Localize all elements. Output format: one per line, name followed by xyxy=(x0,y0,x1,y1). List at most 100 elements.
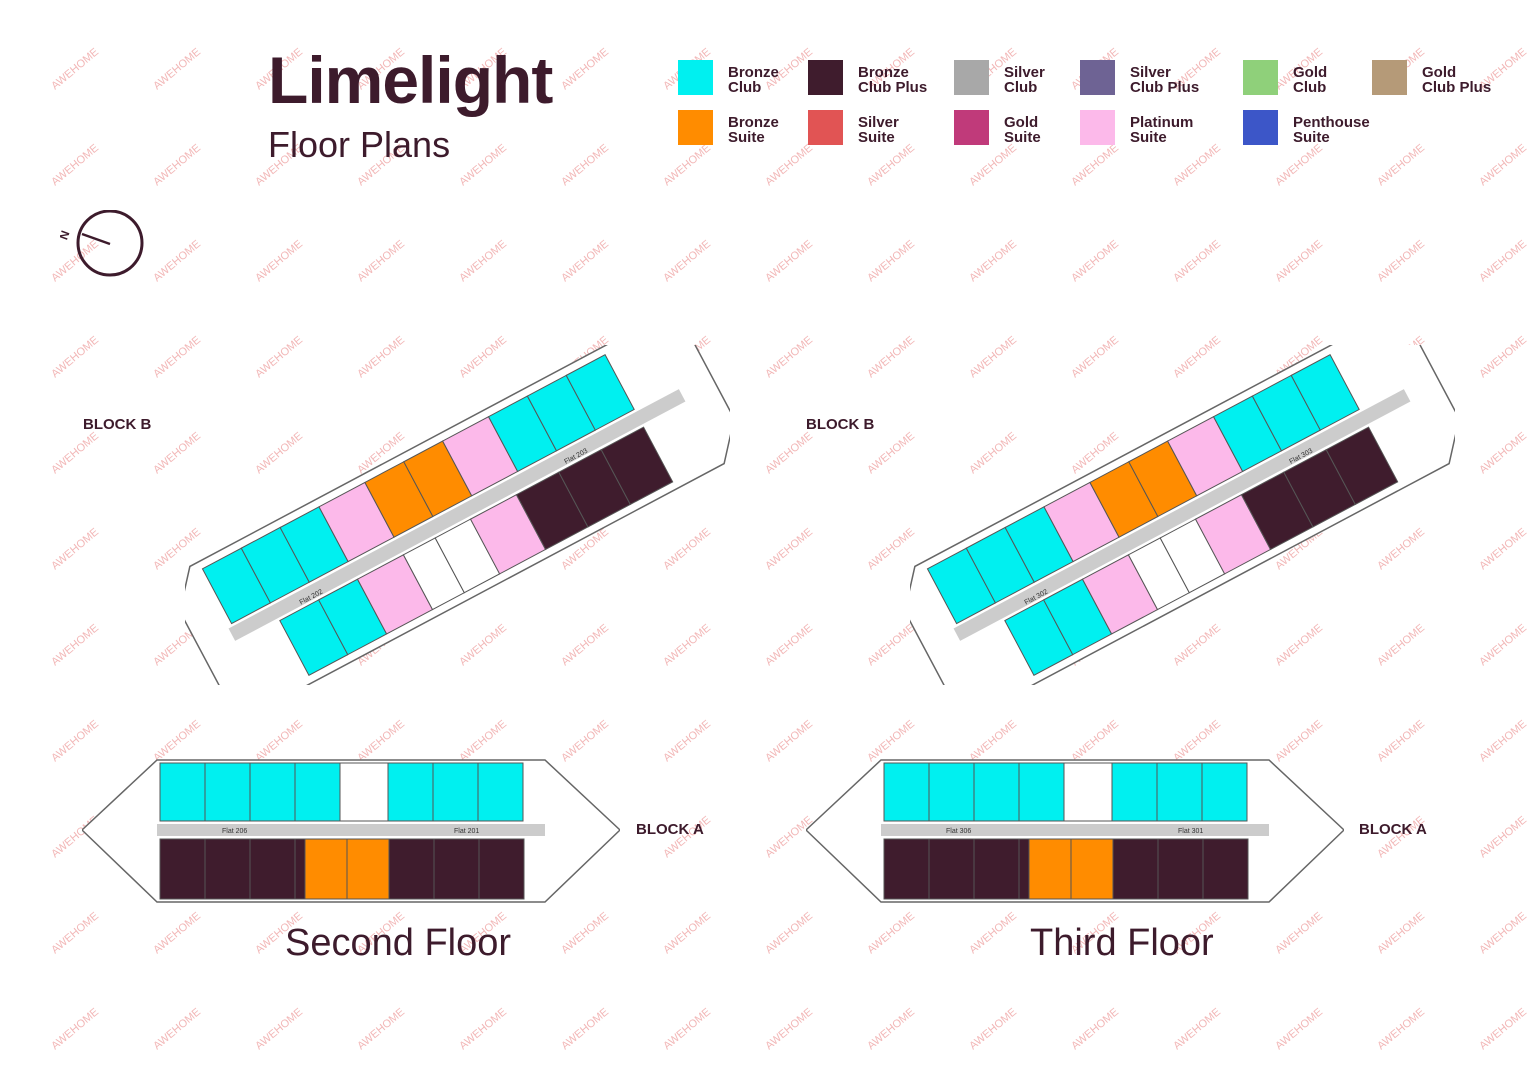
watermark-text: AWEHOME xyxy=(1375,910,1427,956)
watermark-text: AWEHOME xyxy=(151,238,203,284)
watermark-text: AWEHOME xyxy=(559,910,611,956)
legend-item-silver-club-plus: Silver Club Plus xyxy=(1080,60,1220,95)
watermark-text: AWEHOME xyxy=(967,910,1019,956)
watermark-text: AWEHOME xyxy=(1069,238,1121,284)
watermark-text: AWEHOME xyxy=(1273,238,1325,284)
legend-swatch xyxy=(1243,60,1278,95)
watermark-text: AWEHOME xyxy=(1477,238,1527,284)
unit-row-top xyxy=(926,354,1360,625)
watermark-text: AWEHOME xyxy=(49,526,101,572)
legend-swatch xyxy=(678,110,713,145)
legend-item-platinum-suite: Platinum Suite xyxy=(1080,110,1220,145)
watermark-text: AWEHOME xyxy=(1477,622,1527,668)
page-title: Limelight xyxy=(268,43,553,117)
third-floor-block-b-plan: Flat 302 Flat 303 xyxy=(910,345,1455,685)
watermark-text: AWEHOME xyxy=(763,622,815,668)
watermark-text: AWEHOME xyxy=(865,910,917,956)
watermark-text: AWEHOME xyxy=(151,46,203,92)
watermark-text: AWEHOME xyxy=(457,238,509,284)
legend-label: Platinum Suite xyxy=(1130,114,1194,146)
watermark-text: AWEHOME xyxy=(49,430,101,476)
third-floor-caption: Third Floor xyxy=(1030,922,1214,964)
watermark-text: AWEHOME xyxy=(1477,430,1527,476)
watermark-text: AWEHOME xyxy=(457,142,509,188)
watermark-text: AWEHOME xyxy=(763,238,815,284)
watermark-text: AWEHOME xyxy=(763,430,815,476)
watermark-text: AWEHOME xyxy=(763,334,815,380)
watermark-text: AWEHOME xyxy=(49,334,101,380)
watermark-text: AWEHOME xyxy=(1273,1006,1325,1052)
watermark-text: AWEHOME xyxy=(151,1006,203,1052)
watermark-text: AWEHOME xyxy=(763,1006,815,1052)
legend-item-bronze-club-plus: Bronze Club Plus xyxy=(808,60,948,95)
unit-row-top xyxy=(883,762,1248,822)
block-b-label-third: BLOCK B xyxy=(806,416,875,433)
watermark-text: AWEHOME xyxy=(1375,238,1427,284)
legend-label: Gold Club xyxy=(1293,64,1328,96)
watermark-text: AWEHOME xyxy=(1069,1006,1121,1052)
unit-row-bottom xyxy=(159,838,525,900)
legend-label: Gold Club Plus xyxy=(1422,64,1492,96)
watermark-text: AWEHOME xyxy=(967,238,1019,284)
flat-label: Flat 201 xyxy=(454,828,479,835)
legend-swatch xyxy=(808,60,843,95)
legend-item-gold-club: Gold Club xyxy=(1243,60,1383,95)
watermark-text: AWEHOME xyxy=(967,1006,1019,1052)
legend-item-silver-club: Silver Club xyxy=(954,60,1094,95)
unit-row-bottom xyxy=(883,838,1249,900)
legend-label: Bronze Suite xyxy=(728,114,779,146)
block-a-label-second: BLOCK A xyxy=(636,821,704,838)
watermark-text: AWEHOME xyxy=(253,1006,305,1052)
legend-label: Gold Suite xyxy=(1004,114,1041,146)
watermark-text: AWEHOME xyxy=(559,46,611,92)
legend-label: Penthouse Suite xyxy=(1293,114,1370,146)
watermark-text: AWEHOME xyxy=(661,1006,713,1052)
watermark-text: AWEHOME xyxy=(1477,910,1527,956)
north-compass-icon: N xyxy=(60,210,144,277)
watermark-text: AWEHOME xyxy=(355,238,407,284)
legend-item-penthouse-suite: Penthouse Suite xyxy=(1243,110,1383,145)
block-b-label-second: BLOCK B xyxy=(83,416,152,433)
watermark-text: AWEHOME xyxy=(1477,718,1527,764)
watermark-text: AWEHOME xyxy=(1375,718,1427,764)
second-floor-block-b-plan: Flat 202 Flat 203 xyxy=(185,345,730,685)
watermark-text: AWEHOME xyxy=(1375,1006,1427,1052)
legend-swatch xyxy=(1372,60,1407,95)
flat-label: Flat 206 xyxy=(222,828,247,835)
watermark-text: AWEHOME xyxy=(559,238,611,284)
legend-swatch xyxy=(954,110,989,145)
watermark-text: AWEHOME xyxy=(1477,1006,1527,1052)
flat-label: Flat 301 xyxy=(1178,828,1203,835)
legend-label: Bronze Club Plus xyxy=(858,64,928,96)
watermark-text: AWEHOME xyxy=(1477,334,1527,380)
third-floor-block-a-plan: Flat 306 Flat 301 xyxy=(806,759,1344,903)
watermark-text: AWEHOME xyxy=(355,1006,407,1052)
watermark-text: AWEHOME xyxy=(865,1006,917,1052)
watermark-text: AWEHOME xyxy=(49,1006,101,1052)
watermark-text: AWEHOME xyxy=(151,142,203,188)
legend-item-bronze-club: Bronze Club xyxy=(678,60,818,95)
unit-row-bottom xyxy=(1004,426,1399,676)
compass-north-label: N xyxy=(60,229,73,242)
watermark-text: AWEHOME xyxy=(661,718,713,764)
legend-item-silver-suite: Silver Suite xyxy=(808,110,948,145)
legend-item-gold-suite: Gold Suite xyxy=(954,110,1094,145)
unit-row-bottom xyxy=(279,426,674,676)
watermark-text: AWEHOME xyxy=(763,910,815,956)
legend-swatch xyxy=(678,60,713,95)
legend-swatch xyxy=(1080,110,1115,145)
watermark-text: AWEHOME xyxy=(763,526,815,572)
watermark-text: AWEHOME xyxy=(49,622,101,668)
watermark-text: AWEHOME xyxy=(559,1006,611,1052)
watermark-text: AWEHOME xyxy=(1171,1006,1223,1052)
watermark-text: AWEHOME xyxy=(559,142,611,188)
watermark-text: AWEHOME xyxy=(1477,526,1527,572)
watermark-text: AWEHOME xyxy=(1171,238,1223,284)
watermark-text: AWEHOME xyxy=(49,910,101,956)
unit-row-top xyxy=(159,762,524,822)
legend: Bronze Club Bronze Club Plus Silver Club… xyxy=(678,60,1498,150)
flat-label: Flat 306 xyxy=(946,828,971,835)
watermark-text: AWEHOME xyxy=(1477,814,1527,860)
watermark-text: AWEHOME xyxy=(49,46,101,92)
watermark-text: AWEHOME xyxy=(457,1006,509,1052)
